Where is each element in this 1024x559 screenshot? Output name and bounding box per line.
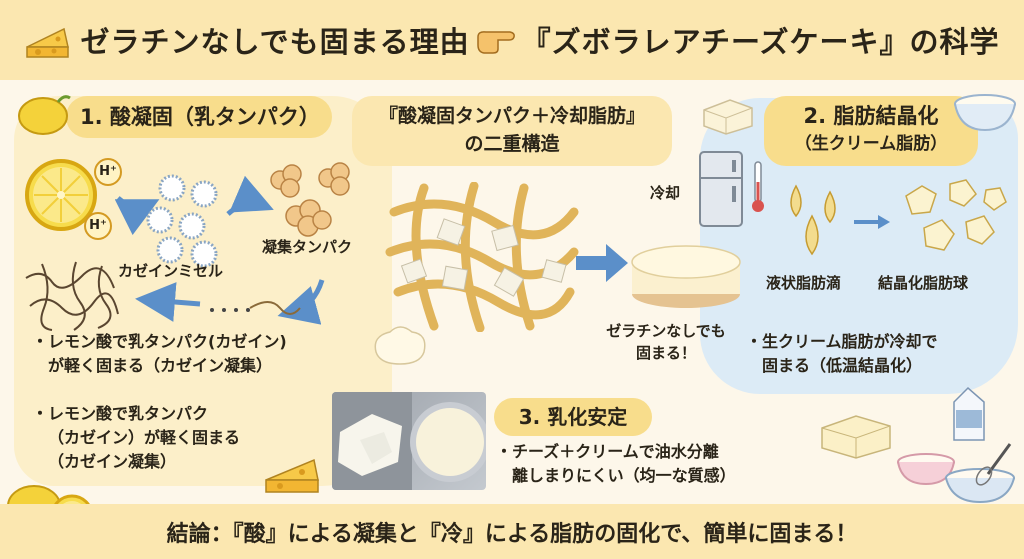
hydrogen-ion-badge: H⁺ (84, 212, 112, 240)
protein-fat-lattice (385, 182, 579, 332)
cheesecake-icon (631, 245, 741, 308)
lemon-icon (18, 95, 71, 135)
aggregate-protein-label: 凝集タンパク (262, 238, 353, 256)
casein-micelle-label: カゼインミセル (118, 262, 224, 280)
cream-bowl-icon (954, 94, 1016, 132)
refrigerator-icon (699, 151, 743, 227)
arrow-right-icon (576, 244, 628, 282)
title-left: ゼラチンなしでも固まる理由 (80, 25, 470, 59)
section1-bullet-2: ・レモン酸で乳タンパク （カゼイン）が軽く固まる （カゼイン凝集） (32, 404, 241, 471)
acid-coagulation-diagram (114, 162, 350, 325)
liquid-fat-label: 液状脂肪滴 (766, 274, 842, 292)
butter-block-icon (821, 415, 891, 459)
section2-bullet: ・生クリーム脂肪が冷却で 固まる（低温結晶化） (746, 332, 938, 375)
title-right: 『ズボラレアチーズケーキ』の科学 (521, 25, 1000, 59)
butter-block-icon (703, 99, 753, 135)
hydrogen-ion-badge: H⁺ (94, 158, 122, 186)
cheese-icon (26, 27, 70, 58)
cream-cheese-blob-icon (374, 326, 426, 365)
pointing-hand-icon (476, 31, 515, 54)
liquid-fat-droplets (790, 184, 836, 256)
cheese-wedge-icon (265, 458, 319, 493)
section2-heading: 2. 脂肪結晶化 （生クリーム脂肪） (764, 96, 978, 166)
arrow-right-icon (854, 215, 890, 229)
thermometer-icon (752, 161, 764, 212)
casein-network-icon (25, 261, 119, 331)
section3-bullet: ・チーズ＋クリームで油水分離 離しまりにくい（均一な質感） (496, 442, 736, 485)
double-structure-label: 『酸凝固タンパク＋冷却脂肪』 の二重構造 (352, 96, 672, 166)
cake-caption: ゼラチンなしでも 固まる！ (606, 322, 726, 362)
title-bar: ゼラチンなしでも固まる理由 『ズボラレアチーズケーキ』の科学 (0, 0, 1024, 80)
milk-carton-icon (953, 386, 985, 441)
section1-heading: 1. 酸凝固（乳タンパク） (66, 96, 332, 138)
crystallized-fat-label: 結晶化脂肪球 (878, 274, 969, 292)
section1-background (14, 96, 392, 486)
section3-heading: 3. 乳化安定 (494, 398, 652, 436)
lemon-slice-icon (25, 159, 97, 231)
mixing-bowl-whisk-icon (897, 443, 1015, 504)
fat-crystals (905, 179, 1007, 251)
cooling-label: 冷却 (650, 184, 681, 202)
conclusion-banner: 結論：『酸』による凝集と『冷』による脂肪の固化で、簡単に固まる！ (0, 504, 1024, 559)
section1-bullet-1: ・レモン酸で乳タンパク(カゼイン) が軽く固まる（カゼイン凝集） (32, 332, 287, 375)
cheese-cream-photo (332, 392, 486, 490)
